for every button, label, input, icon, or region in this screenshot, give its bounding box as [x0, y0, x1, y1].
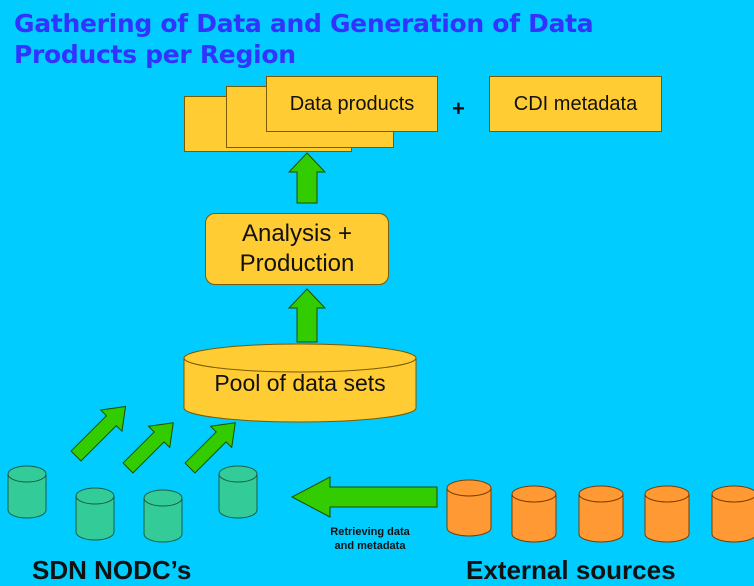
- external-cylinders: [446, 479, 754, 543]
- retrieving-line-1: Retrieving data: [330, 526, 410, 538]
- retrieving-line-2: and metadata: [334, 540, 406, 552]
- arrow-nodc-3: [184, 422, 236, 474]
- external-cylinder: [711, 485, 754, 543]
- external-cylinder: [644, 485, 690, 543]
- pool-cylinder: [183, 343, 417, 423]
- nodc-cylinders: [7, 465, 258, 543]
- plus-sign: +: [452, 96, 465, 121]
- nodc-cylinder: [7, 465, 47, 519]
- nodc-cylinder: [218, 465, 258, 519]
- title-line-2: Products per Region: [14, 40, 296, 69]
- nodc-label: SDN NODC’s: [32, 555, 192, 585]
- cdi-metadata-box: CDI metadata: [489, 76, 662, 132]
- external-cylinder: [446, 479, 492, 537]
- title-line-1: Gathering of Data and Generation of Data: [14, 9, 594, 38]
- nodc-cylinder: [75, 487, 115, 541]
- nodc-cylinder: [143, 489, 183, 543]
- arrow-nodc-1: [70, 405, 127, 462]
- diagram-title: Gathering of Data and Generation of Data…: [14, 8, 714, 70]
- analysis-line-1: Analysis +: [241, 220, 353, 247]
- arrow-nodc-2: [122, 422, 174, 474]
- analysis-production-box: Analysis + Production: [205, 213, 389, 285]
- analysis-line-2: Production: [239, 250, 355, 277]
- external-sources-label: External sources: [466, 555, 676, 585]
- external-cylinder: [578, 485, 624, 543]
- arrow-external-to-nodc: [290, 476, 438, 518]
- cdi-metadata-label: CDI metadata: [513, 92, 638, 115]
- retrieving-label: Retrieving data and metadata: [300, 525, 440, 553]
- arrow-pool-to-analysis: [287, 288, 327, 343]
- data-products-label: Data products: [289, 92, 415, 115]
- pool-label: Pool of data sets: [214, 370, 386, 396]
- arrow-analysis-to-products: [287, 152, 327, 204]
- data-products-box: Data products: [266, 76, 438, 132]
- external-cylinder: [511, 485, 557, 543]
